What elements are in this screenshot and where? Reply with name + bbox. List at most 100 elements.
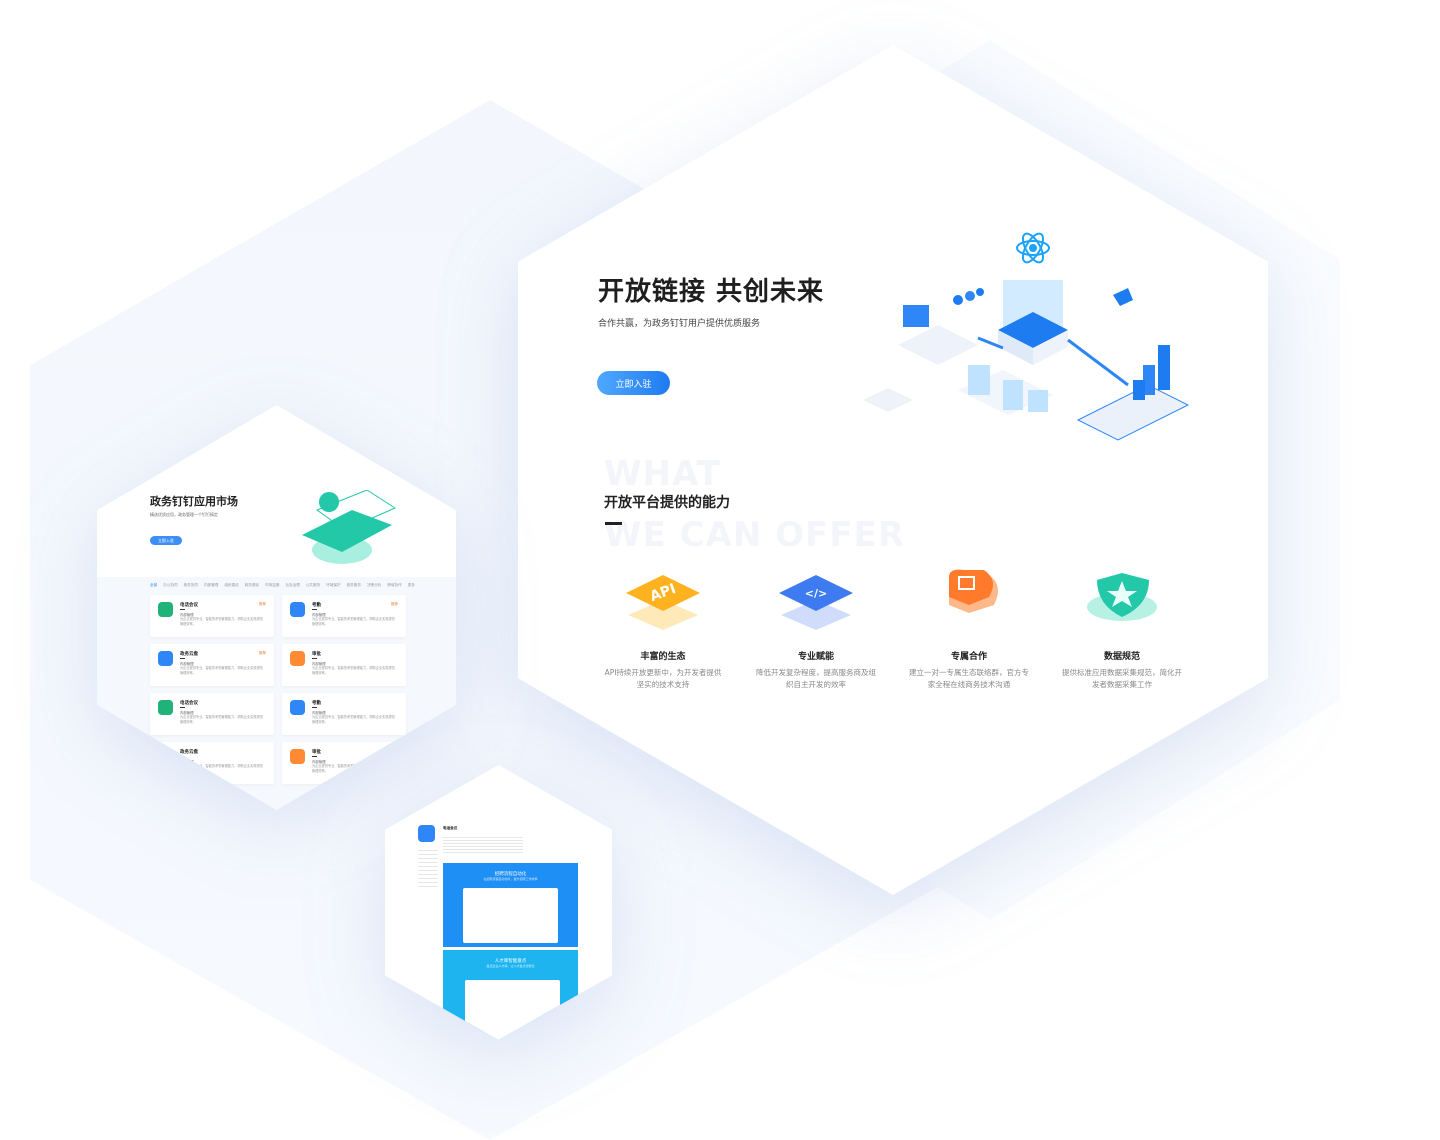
app-card[interactable]: 电话会议 内部管理 为企业提供专业、智能的考勤管理能力，帮助企业实现规范管理效率… [150,693,274,735]
app-category: 内部管理 [180,662,194,666]
feature-title: 专属合作 [950,652,987,662]
join-now-button[interactable]: 立即入驻 [597,371,670,395]
market-tab[interactable]: 全部 [150,583,158,587]
banner-recruitment: 招聘流程自动化 在招聘流程自动化时，提升招聘工作效率 [443,863,578,947]
market-tab[interactable]: 更多 [407,583,415,587]
feature-desc: 降低开发复杂程度，提高服务商及组织自主开发的效率 [756,668,876,689]
app-card[interactable]: 考勤 内部管理 为企业提供专业、智能的考勤管理能力，帮助企业实现规范管理效率。 [282,693,406,735]
app-name: 考勤 [312,603,321,608]
feature-data-standards: 数据规范 提供标准应用数据采集规范，简化开发者数据采集工作 [1052,565,1192,690]
hero-title: 开放链接 共创未来 [598,277,825,307]
banner-screenshot [465,980,560,1040]
market-subtitle: 精选优质应用，政务管理一个钉钉搞定 [150,512,218,517]
api-icon: API [626,575,700,630]
shield-star-icon [1087,573,1157,621]
market-tab[interactable]: 组织建设 [224,583,239,587]
app-card[interactable]: 政务云盘 内部管理 为企业提供专业、智能的考勤管理能力，帮助企业实现规范管理效率… [150,644,274,686]
market-tab[interactable]: 办公协同 [163,583,178,587]
feature-desc: 建立一对一专属生态联络群，官方专家全程在线商务技术沟通 [909,668,1029,689]
recommended-badge: 推荐 [258,602,266,606]
feature-desc: 提供标准应用数据采集规范，简化开发者数据采集工作 [1062,668,1182,689]
market-tab[interactable]: 社会治理 [285,583,300,587]
feature-title: 专业赋能 [797,652,834,662]
recommended-badge: 推荐 [390,602,398,606]
app-card[interactable]: 审批 内部管理 为企业提供专业、智能的考勤管理能力，帮助企业实现规范管理效率。 [282,644,406,686]
app-card[interactable]: 电话会议 内部管理 为企业提供专业、智能的考勤管理能力，帮助企业实现规范管理效率… [150,595,274,637]
market-tab[interactable]: 跨域协作 [387,583,402,587]
banner-title: 招聘流程自动化 [494,872,527,877]
ghost-line-2: WE CAN OFFER [604,515,905,555]
app-icon [290,602,305,617]
cloud-app-icon [418,825,435,842]
feature-rich-ecosystem: API 丰富的生态 API持续开放更新中，为开发者提供坚实的技术支持 [593,565,733,690]
detail-description [443,835,523,855]
section-title: 开放平台提供的能力 [604,495,730,511]
detail-app-name: 电话会议 [443,826,458,830]
market-tab[interactable]: 公共服务 [305,583,321,587]
app-category: 内部管理 [312,613,326,617]
recommended-badge: 推荐 [258,651,266,655]
app-name: 政务云盘 [180,652,198,657]
feature-title: 丰富的生态 [640,652,686,662]
ghost-line-1: WHAT [604,454,721,494]
app-icon [290,651,305,666]
app-name: 电话会议 [180,603,198,608]
app-category: 内部管理 [312,760,326,764]
market-tabs: 全部 办公协同 政务协同 内部管理 组织建设 政务便民 市场监管 社会治理 公共服务 环境保护 政务… [150,583,415,588]
svg-text:</>: </> [805,587,827,600]
divider [312,609,317,610]
market-illustration [302,490,397,564]
section-underline [605,522,622,525]
market-tab[interactable]: 市场监管 [265,583,280,587]
app-desc: 为企业提供专业、智能的考勤管理能力，帮助企业实现规范管理效率。 [312,715,395,724]
market-tab[interactable]: 环境保护 [326,583,341,587]
app-name: 电话会议 [180,701,198,706]
app-icon [158,700,173,715]
app-category: 内部管理 [180,711,194,715]
app-desc: 为企业提供专业、智能的考勤管理能力，帮助企业实现规范管理效率。 [312,617,395,626]
divider [180,658,185,659]
banner-title: 人才库智能盘点 [494,959,527,964]
app-icon [290,749,305,764]
banner-screenshot [463,888,558,943]
code-icon: </> [779,575,853,630]
app-desc: 为企业提供专业、智能的考勤管理能力，帮助企业实现规范管理效率。 [180,715,263,724]
hero-subtitle: 合作共赢，为政务钉钉用户提供优质服务 [598,319,761,329]
app-icon [290,700,305,715]
market-tab[interactable]: 政务服务 [346,583,361,587]
market-tab[interactable]: 政务便民 [244,583,260,587]
feature-title: 数据规范 [1103,652,1140,662]
handshake-heart-icon [949,569,998,613]
app-name: 审批 [312,750,321,755]
app-desc: 为企业提供专业、智能的考勤管理能力，帮助企业实现规范管理效率。 [180,617,263,626]
feature-professional-enablement: </> 专业赋能 降低开发复杂程度，提高服务商及组织自主开发的效率 [746,565,886,690]
banner-talent: 人才库智能盘点 盘活企业人才库，让人才盘点智能化 [443,950,578,1040]
market-tab[interactable]: 决策分析 [366,583,382,587]
app-desc: 为企业提供专业、智能的考勤管理能力，帮助企业实现规范管理效率。 [312,666,395,675]
market-tab[interactable]: 政务协同 [183,583,198,587]
market-tab[interactable]: 内部管理 [203,583,219,587]
app-icon [158,651,173,666]
app-category: 内部管理 [180,613,194,617]
divider [312,658,317,659]
detail-sidebar [418,847,438,887]
app-card[interactable]: 考勤 内部管理 为企业提供专业、智能的考勤管理能力，帮助企业实现规范管理效率。 … [282,595,406,637]
app-desc: 为企业提供专业、智能的考勤管理能力，帮助企业实现规范管理效率。 [180,666,263,675]
divider [312,756,317,757]
app-name: 审批 [312,652,321,657]
app-category: 内部管理 [312,711,326,715]
feature-desc: API持续开放更新中，为开发者提供坚实的技术支持 [604,668,722,689]
banner-subtitle: 在招聘流程自动化时，提升招聘工作效率 [483,877,538,881]
divider [180,609,185,610]
app-detail-preview: 电话会议 招聘流程自动化 在招聘流程自动化时，提升招聘工作效率 人才库智能盘点 … [385,765,612,1040]
app-name: 考勤 [312,701,321,706]
hero-illustration [863,232,1190,441]
app-category: 内部管理 [312,662,326,666]
market-join-button[interactable]: 立即入驻 [150,536,182,545]
feature-exclusive-cooperation: 专属合作 建立一对一专属生态联络群，官方专家全程在线商务技术沟通 [899,565,1039,690]
divider [180,707,185,708]
market-title: 政务钉钉应用市场 [150,495,238,508]
